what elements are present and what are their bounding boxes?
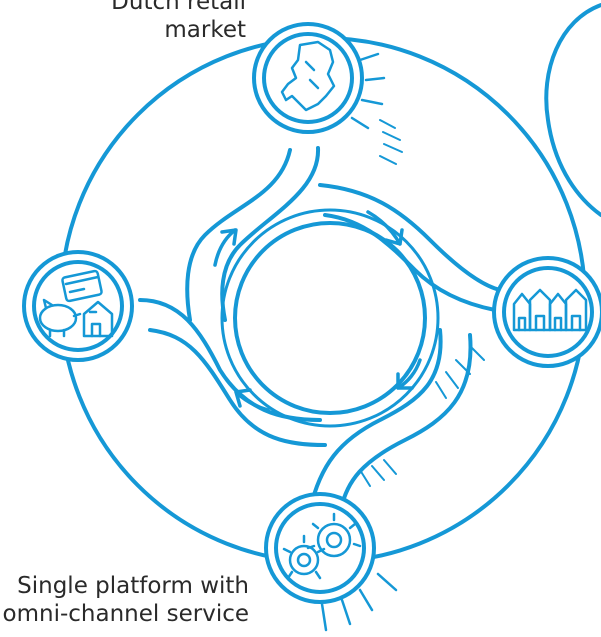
node-left <box>22 250 134 362</box>
label-top-line1: Dutch retail <box>111 0 246 15</box>
road-top <box>185 146 502 322</box>
label-bottom-line1: Single platform with <box>17 573 249 599</box>
inner-ring <box>233 221 427 415</box>
label-single-platform: Single platform with omni-channel servic… <box>3 572 249 628</box>
arrow-up-left <box>213 228 238 267</box>
node-bottom <box>264 492 398 632</box>
arrow-down <box>396 358 422 390</box>
gears-icon <box>282 512 362 580</box>
netherlands-map-icon <box>280 40 336 112</box>
savings-icon <box>38 269 114 338</box>
flow-arrows <box>213 210 422 412</box>
road-bottom <box>138 298 473 517</box>
right-partial-circle <box>544 3 601 217</box>
inner-ring-shadow <box>220 208 440 428</box>
arrow-left <box>234 388 270 412</box>
houses-icon <box>512 288 588 332</box>
label-bottom-line2: omni-channel service <box>2 601 249 627</box>
hatch-shading <box>359 119 485 487</box>
label-dutch-retail-market: Dutch retail market <box>111 0 246 44</box>
arrow-right <box>366 210 404 246</box>
label-top-line2: market <box>164 17 246 43</box>
node-right <box>492 256 601 368</box>
